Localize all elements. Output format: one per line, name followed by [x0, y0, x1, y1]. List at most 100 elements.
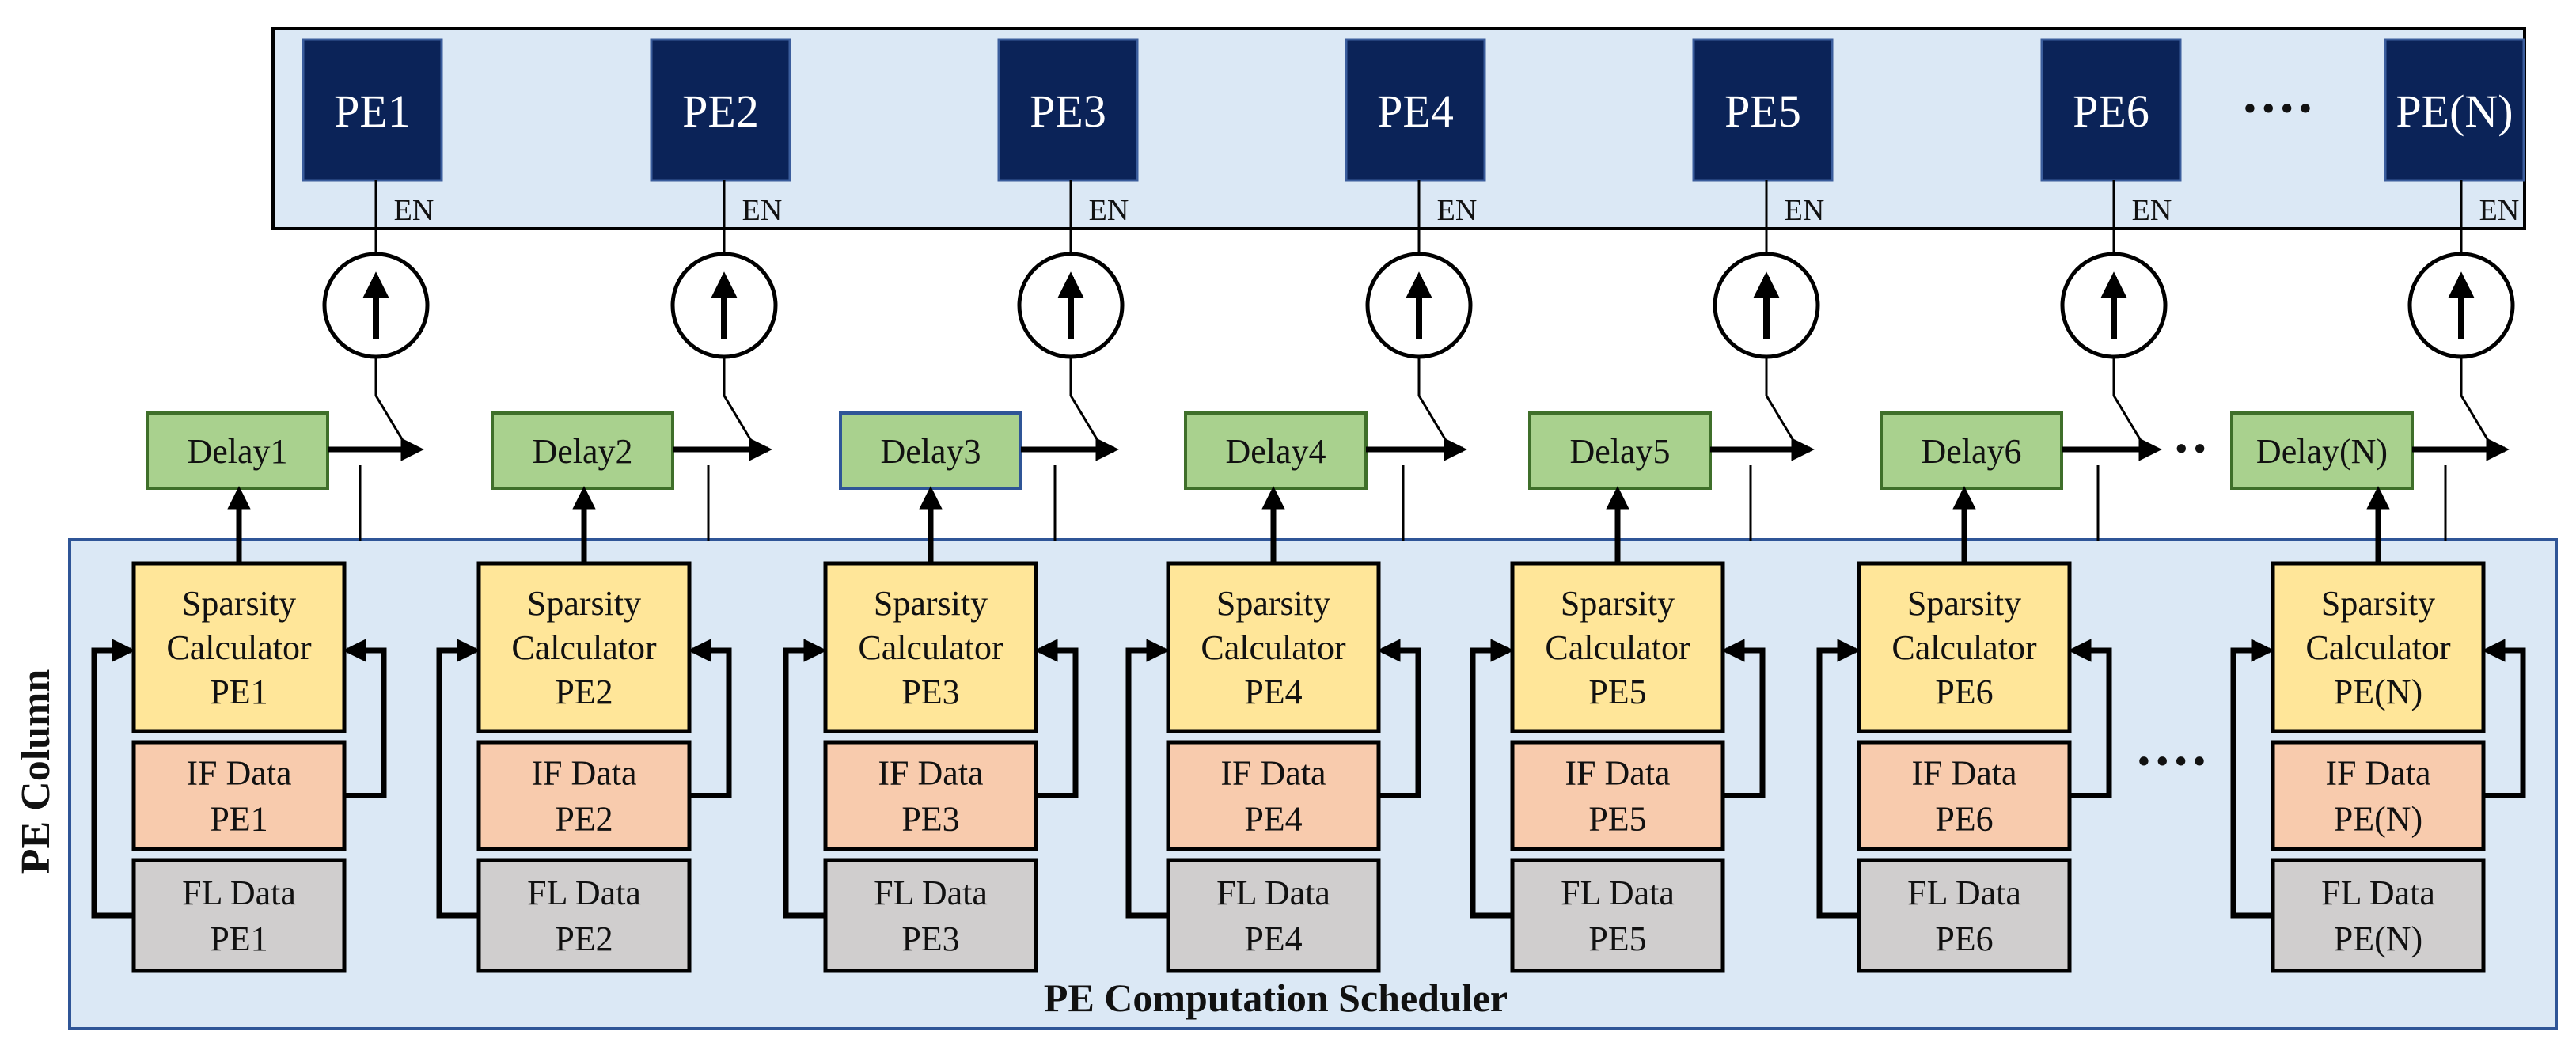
fl-feedback-arrow-4 [1125, 639, 1170, 919]
delay-label-1: Delay1 [187, 432, 287, 471]
pe-box-5 [1692, 38, 1834, 182]
if-data-label-3-line-1: IF Data [878, 753, 983, 792]
if-data-box-5 [1510, 740, 1725, 851]
if-feedback-arrow-4 [1377, 639, 1421, 798]
pe-label-4: PE4 [1377, 85, 1454, 137]
pe-box-3 [997, 38, 1139, 182]
sparsity-label-4-line-2: Calculator [1201, 628, 1346, 667]
switch-blade-n [2460, 395, 2491, 444]
fl-data-label-1-line-1: FL Data [182, 874, 296, 912]
sparsity-label-3-line-2: Calculator [858, 628, 1003, 667]
if-data-label-3-line-2: PE3 [901, 799, 959, 838]
sparsity-label-2-line-3: PE2 [555, 673, 613, 711]
en-label-2: EN [742, 194, 783, 227]
if-data-box-1 [131, 740, 347, 851]
delay-label-3: Delay3 [880, 432, 981, 471]
delay-label-4: Delay4 [1225, 432, 1326, 471]
en-label-6: EN [2132, 194, 2172, 227]
sparsity-calculator-box-6 [1857, 561, 2072, 733]
en-label-n: EN [2479, 194, 2520, 227]
sparsity-label-n-line-2: Calculator [2305, 628, 2451, 667]
en-label-4: EN [1437, 194, 1478, 227]
fl-data-box-5 [1510, 858, 1725, 973]
delay-label-n: Delay(N) [2256, 432, 2388, 471]
if-data-label-5-line-2: PE5 [1588, 799, 1646, 838]
sparsity-label-1-line-1: Sparsity [182, 584, 296, 623]
fl-data-box-4 [1166, 858, 1381, 973]
if-feedback-arrow-5 [1721, 639, 1766, 798]
switch-blade-1 [374, 395, 406, 444]
sparsity-label-1-line-2: Calculator [166, 628, 312, 667]
fl-data-label-4-line-2: PE4 [1244, 919, 1302, 958]
pe-box-6 [2040, 38, 2182, 182]
delay-box-5 [1528, 411, 1712, 490]
pe-label-n: PE(N) [2396, 85, 2513, 137]
sparsity-label-5-line-1: Sparsity [1561, 584, 1675, 623]
fl-feedback-arrow-n [2230, 639, 2274, 919]
sparsity-label-4-line-3: PE4 [1244, 673, 1302, 711]
pe-label-2: PE2 [682, 85, 759, 137]
sparsity-label-6-line-1: Sparsity [1907, 584, 2021, 623]
pe-column-label: PE Column [13, 669, 59, 874]
switch-blade-2 [723, 395, 754, 444]
pe-label-6: PE6 [2073, 85, 2149, 137]
fl-feedback-arrow-2 [436, 639, 480, 919]
fl-feedback-arrow-6 [1816, 639, 1861, 919]
scheduler-ellipsis: ···· [2134, 731, 2208, 792]
en-label-5: EN [1785, 194, 1825, 227]
sparsity-label-3-line-1: Sparsity [874, 584, 988, 623]
fl-feedback-arrow-3 [783, 639, 827, 919]
fl-data-box-3 [823, 858, 1038, 973]
if-feedback-arrow-6 [2068, 639, 2112, 798]
pe-label-5: PE5 [1724, 85, 1801, 137]
pe-box-2 [650, 38, 791, 182]
if-data-label-n-line-1: IF Data [2325, 753, 2430, 792]
sparsity-label-2-line-2: Calculator [511, 628, 657, 667]
fl-data-label-6-line-2: PE6 [1935, 919, 1993, 958]
fl-data-label-4-line-1: FL Data [1216, 874, 1330, 912]
fl-data-label-1-line-2: PE1 [210, 919, 267, 958]
sparsity-label-5-line-2: Calculator [1545, 628, 1690, 667]
sparsity-label-5-line-3: PE5 [1588, 673, 1646, 711]
fl-data-label-6-line-1: FL Data [1907, 874, 2021, 912]
if-feedback-arrow-n [2482, 639, 2526, 798]
pe-box-1 [302, 38, 443, 182]
if-data-label-2-line-2: PE2 [555, 799, 613, 838]
fl-data-box-2 [476, 858, 692, 973]
sparsity-label-n-line-1: Sparsity [2321, 584, 2435, 623]
if-data-label-1-line-1: IF Data [186, 753, 291, 792]
pe-box-4 [1345, 38, 1486, 182]
fl-data-box-1 [131, 858, 347, 973]
pe-label-1: PE1 [334, 85, 411, 137]
switch-blade-3 [1069, 395, 1101, 444]
sparsity-calculator-box-2 [476, 561, 692, 733]
if-data-box-6 [1857, 740, 2072, 851]
fl-feedback-arrow-5 [1470, 639, 1514, 919]
en-label-1: EN [394, 194, 434, 227]
switch-blade-5 [1765, 395, 1796, 444]
sparsity-label-2-line-1: Sparsity [527, 584, 641, 623]
switch-blade-6 [2112, 395, 2144, 444]
fl-data-label-2-line-2: PE2 [555, 919, 613, 958]
if-data-box-4 [1166, 740, 1381, 851]
fl-data-box-6 [1857, 858, 2072, 973]
sparsity-label-1-line-3: PE1 [210, 673, 267, 711]
sparsity-label-n-line-3: PE(N) [2334, 673, 2422, 711]
delay-box-n [2230, 411, 2414, 490]
sparsity-label-3-line-3: PE3 [901, 673, 959, 711]
fl-data-box-n [2271, 858, 2486, 973]
pe-box-n [2384, 38, 2525, 182]
delay-row-ellipsis: ·· [2172, 419, 2210, 480]
if-data-box-n [2271, 740, 2486, 851]
pe-row-ellipsis: ···· [2240, 78, 2314, 139]
if-data-label-2-line-1: IF Data [531, 753, 636, 792]
pe-label-3: PE3 [1030, 85, 1106, 137]
if-data-box-3 [823, 740, 1038, 851]
delay-label-6: Delay6 [1921, 432, 2021, 471]
sparsity-calculator-box-3 [823, 561, 1038, 733]
sparsity-label-6-line-2: Calculator [1891, 628, 2037, 667]
if-feedback-arrow-3 [1034, 639, 1079, 798]
fl-data-label-3-line-1: FL Data [874, 874, 988, 912]
if-data-label-5-line-1: IF Data [1565, 753, 1670, 792]
